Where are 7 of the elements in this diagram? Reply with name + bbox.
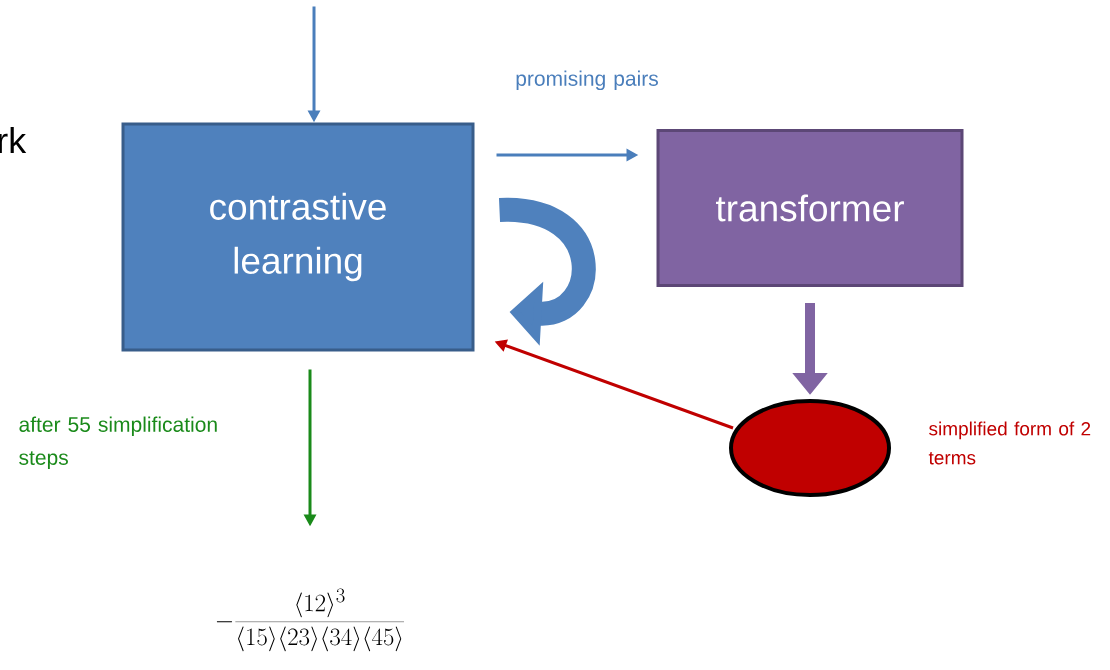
edge-label: promising pairs [516, 70, 658, 91]
node-caption: simplified form of 2 terms [928, 421, 1091, 465]
ellipse [729, 399, 891, 497]
formula: $-\frac{\langle 12\rangle^3}{\langle 15\rangle\langle 23\rangle\langle 34\rangle\langle 45\rangle}$ [216, 588, 404, 652]
edge-label: after 55 simplification steps [19, 416, 217, 470]
process-box: contrastive learning [121, 122, 475, 352]
process-box: transformer [656, 129, 964, 287]
